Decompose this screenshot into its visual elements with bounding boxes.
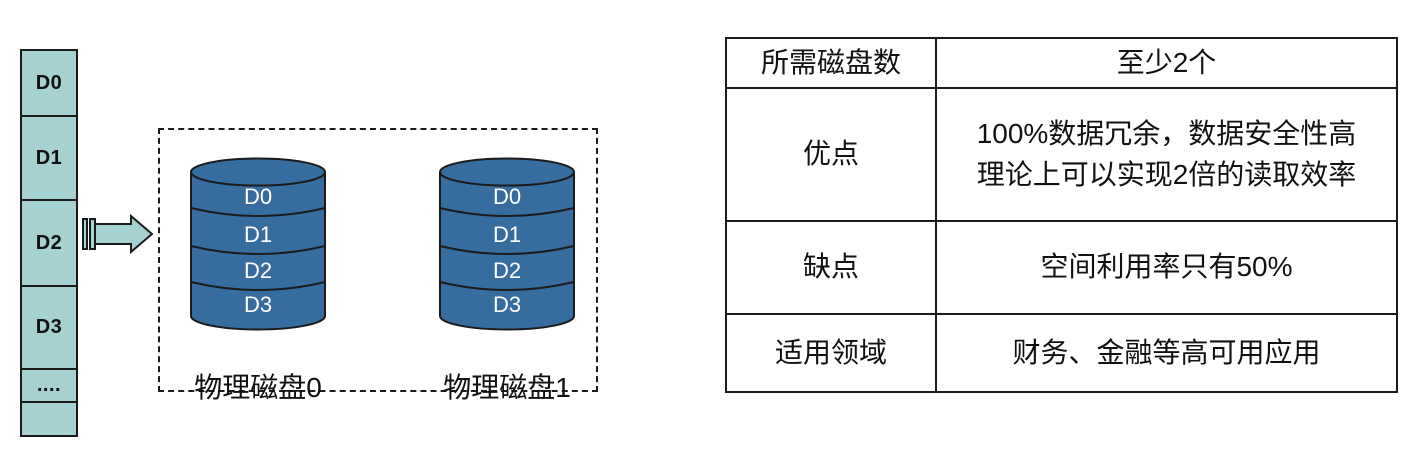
table-row-label-disadvantages: 缺点 <box>727 222 937 315</box>
disk-segment-label: D0 <box>493 184 521 209</box>
table-value-text: 财务、金融等高可用应用 <box>1012 336 1321 368</box>
table-label-text: 适用领域 <box>774 336 887 368</box>
stack-block-label: D2 <box>35 231 63 254</box>
raid1-properties-table: 所需磁盘数 至少2个 优点 100%数据冗余，数据安全性高 理论上可以实现2倍的… <box>725 37 1398 393</box>
physical-disk-0: D0 D1 D2 D3 物理磁盘0 <box>190 156 326 403</box>
stack-block-d2: D2 <box>22 201 76 287</box>
disk-segment-label: D2 <box>493 258 521 283</box>
disk-segment-label: D1 <box>493 222 521 247</box>
disk-segment-label: D0 <box>244 184 272 209</box>
table-row-value-disadvantages: 空间利用率只有50% <box>937 222 1396 315</box>
table-row-label-use-cases: 适用领域 <box>727 315 937 391</box>
table-row-value-disks-required: 至少2个 <box>937 39 1396 89</box>
stack-block-d1: D1 <box>22 117 76 201</box>
stack-block-d0: D0 <box>22 51 76 117</box>
stack-block-label: D3 <box>35 316 63 338</box>
disk-segment-label: D1 <box>244 222 272 247</box>
physical-disk-1: D0 D1 D2 D3 物理磁盘1 <box>439 156 575 403</box>
disk-segment-label: D3 <box>244 292 272 317</box>
table-row-label-advantages: 优点 <box>727 89 937 222</box>
stack-block-label: D1 <box>35 146 63 169</box>
disk-caption: 物理磁盘0 <box>194 372 322 403</box>
disk-caption: 物理磁盘1 <box>443 372 571 403</box>
table-label-text: 缺点 <box>802 251 859 283</box>
stack-block-empty <box>22 403 76 435</box>
mirror-arrow-icon <box>82 213 154 255</box>
disk-segment-label: D2 <box>244 258 272 283</box>
table-value-text: 至少2个 <box>1116 46 1217 78</box>
table-value-text: 空间利用率只有50% <box>1040 251 1293 283</box>
raid1-mirror-group: D0 D1 D2 D3 物理磁盘0 D0 D1 D2 D3 物理磁盘1 <box>158 128 598 403</box>
stack-block-label: .... <box>36 374 62 396</box>
table-label-text: 优点 <box>802 138 859 170</box>
table-value-text: 理论上可以实现2倍的读取效率 <box>976 158 1357 190</box>
table-label-text: 所需磁盘数 <box>760 46 901 78</box>
stack-block-ellipsis: .... <box>22 370 76 403</box>
table-row-value-advantages: 100%数据冗余，数据安全性高 理论上可以实现2倍的读取效率 <box>937 89 1396 222</box>
stack-block-d3: D3 <box>22 287 76 370</box>
table-row-value-use-cases: 财务、金融等高可用应用 <box>937 315 1396 391</box>
table-row-label-disks-required: 所需磁盘数 <box>727 39 937 89</box>
disk-cylinder-icon: D0 D1 D2 D3 <box>439 157 575 331</box>
data-block-stack: D0 D1 D2 D3 .... <box>20 49 78 437</box>
table-value-text: 100%数据冗余，数据安全性高 <box>976 117 1357 149</box>
disk-segment-label: D3 <box>493 292 521 317</box>
disk-cylinder-icon: D0 D1 D2 D3 <box>190 157 326 331</box>
stack-block-label: D0 <box>35 71 63 94</box>
